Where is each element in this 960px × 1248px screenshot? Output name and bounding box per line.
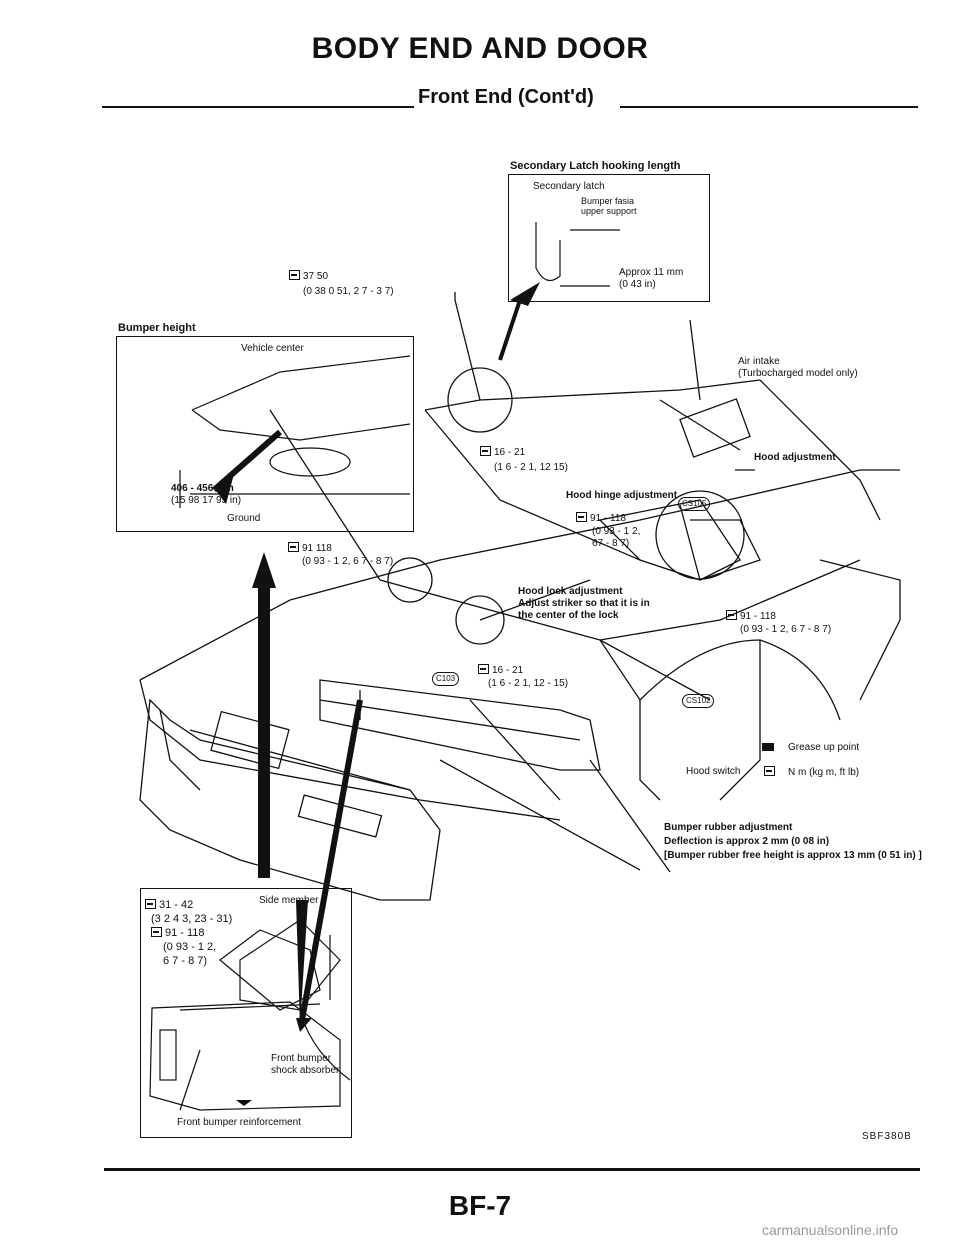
- torque-value: 37 50: [303, 271, 329, 282]
- height-range-1: 406 - 456 mm: [171, 483, 234, 494]
- bumper-rubber-label: Bumper rubber adjustment: [664, 822, 793, 833]
- ground-label: Ground: [227, 513, 261, 524]
- reinforcement-label: Front bumper reinforcement: [177, 1117, 301, 1128]
- air-intake-label: Air intake: [738, 356, 780, 367]
- approx-label-1: Approx 11 mm: [619, 267, 684, 278]
- side-member-label: Side member: [259, 895, 319, 906]
- connector-cs105: CS105: [678, 497, 711, 511]
- torque-callout-2: 16 - 21: [480, 446, 525, 459]
- torque-icon: [478, 664, 489, 674]
- torque-callout-6-sub: (1 6 - 2 1, 12 - 15): [488, 678, 569, 689]
- torque-icon: [151, 927, 162, 937]
- header-rule-left: [102, 106, 414, 108]
- grease-icon: [762, 743, 774, 751]
- torque-icon: [145, 899, 156, 909]
- torque-callout-5: 91 - 118: [726, 610, 776, 623]
- footer-rule: [104, 1168, 920, 1171]
- torque-callout-1: 37 50: [289, 270, 328, 283]
- torque-value: 91 - 118: [590, 513, 626, 524]
- legend-grease: Grease up point: [762, 742, 859, 754]
- bumper-rubber-sub-1: Deflection is approx 2 mm (0 08 in): [664, 836, 830, 847]
- torque-icon: [480, 446, 491, 456]
- vehicle-center-label: Vehicle center: [241, 343, 304, 354]
- torque-callout-4-sub: (0 93 - 1 2, 6 7 - 8 7): [302, 556, 394, 567]
- section-subtitle: Front End (Cont'd): [418, 86, 594, 108]
- approx-label-2: (0 43 in): [619, 279, 656, 290]
- header-rule-right: [620, 106, 918, 108]
- bumper-detail-box: 31 - 42 (3 2 4 3, 23 - 31) 91 - 118 (0 9…: [140, 888, 352, 1138]
- hood-switch-label: Hood switch: [686, 766, 741, 777]
- shock-absorber-label: Front bumper: [271, 1053, 332, 1064]
- legend-grease-label: Grease up point: [788, 742, 860, 753]
- bumper-rubber-sub-2: [Bumper rubber free height is approx 13 …: [664, 850, 922, 861]
- hood-lock-sub-1: Adjust striker so that it is in: [518, 598, 650, 609]
- figure-code: SBF380B: [862, 1131, 912, 1142]
- detail-torque-2: 91 - 118: [151, 927, 205, 939]
- detail-torque-1: 31 - 42: [145, 899, 193, 911]
- page-title: BODY END AND DOOR: [311, 32, 649, 65]
- torque-value: 31 - 42: [159, 899, 194, 911]
- height-range-2: (15 98 17 95 in): [171, 495, 242, 506]
- detail-torque-2-sub2: 6 7 - 8 7): [163, 955, 208, 967]
- torque-value: 91 118: [302, 543, 332, 554]
- legend-torque-label: N m (kg m, ft lb): [788, 767, 860, 778]
- torque-value: 91 - 118: [165, 927, 205, 939]
- torque-callout-3: 91 - 118: [576, 512, 626, 525]
- shock-absorber-sub: shock absorber: [271, 1065, 340, 1076]
- torque-callout-6: 16 - 21: [478, 664, 523, 677]
- torque-icon: [289, 270, 300, 280]
- torque-callout-4: 91 118: [288, 542, 332, 555]
- hood-lock-sub-2: the center of the lock: [518, 610, 619, 621]
- secondary-latch-caption: Secondary Latch hooking length: [510, 160, 681, 172]
- torque-value: 16 - 21: [492, 665, 524, 676]
- secondary-latch-label: Secondary latch: [533, 181, 605, 192]
- torque-icon: [726, 610, 737, 620]
- torque-value: 16 - 21: [494, 447, 526, 458]
- torque-callout-3-sub2: 67 - 8 7): [592, 538, 630, 549]
- legend-torque: N m (kg m, ft lb): [764, 766, 859, 779]
- hood-hinge-label: Hood hinge adjustment: [566, 490, 678, 501]
- connector-cs102: CS102: [682, 694, 715, 708]
- hood-lock-label: Hood lock adjustment: [518, 586, 623, 597]
- page-number: BF-7: [448, 1190, 512, 1221]
- torque-icon: [764, 766, 775, 776]
- watermark: carmanualsonline.info: [762, 1222, 899, 1238]
- torque-icon: [288, 542, 299, 552]
- bumper-height-box: Vehicle center 406 - 456 mm (15 98 17 95…: [116, 336, 414, 532]
- hood-adjustment-label: Hood adjustment: [754, 452, 836, 463]
- torque-icon: [576, 512, 587, 522]
- connector-c103: C103: [432, 672, 460, 686]
- bumper-height-caption: Bumper height: [118, 322, 196, 334]
- fascia-label-2: upper support: [581, 206, 637, 216]
- torque-value: 91 - 118: [740, 611, 776, 622]
- torque-callout-1-sub: (0 38 0 51, 2 7 - 3 7): [303, 286, 394, 297]
- torque-callout-3-sub: (0 93 - 1 2,: [592, 526, 641, 537]
- detail-torque-2-sub: (0 93 - 1 2,: [163, 941, 217, 953]
- torque-callout-2-sub: (1 6 - 2 1, 12 15): [494, 462, 568, 473]
- fascia-label-1: Bumper fasia: [581, 196, 635, 206]
- torque-callout-5-sub: (0 93 - 1 2, 6 7 - 8 7): [740, 624, 832, 635]
- detail-torque-1-sub: (3 2 4 3, 23 - 31): [151, 913, 233, 925]
- air-intake-sub: (Turbocharged model only): [738, 368, 858, 379]
- secondary-latch-box: Secondary latch Bumper fasia upper suppo…: [508, 174, 710, 302]
